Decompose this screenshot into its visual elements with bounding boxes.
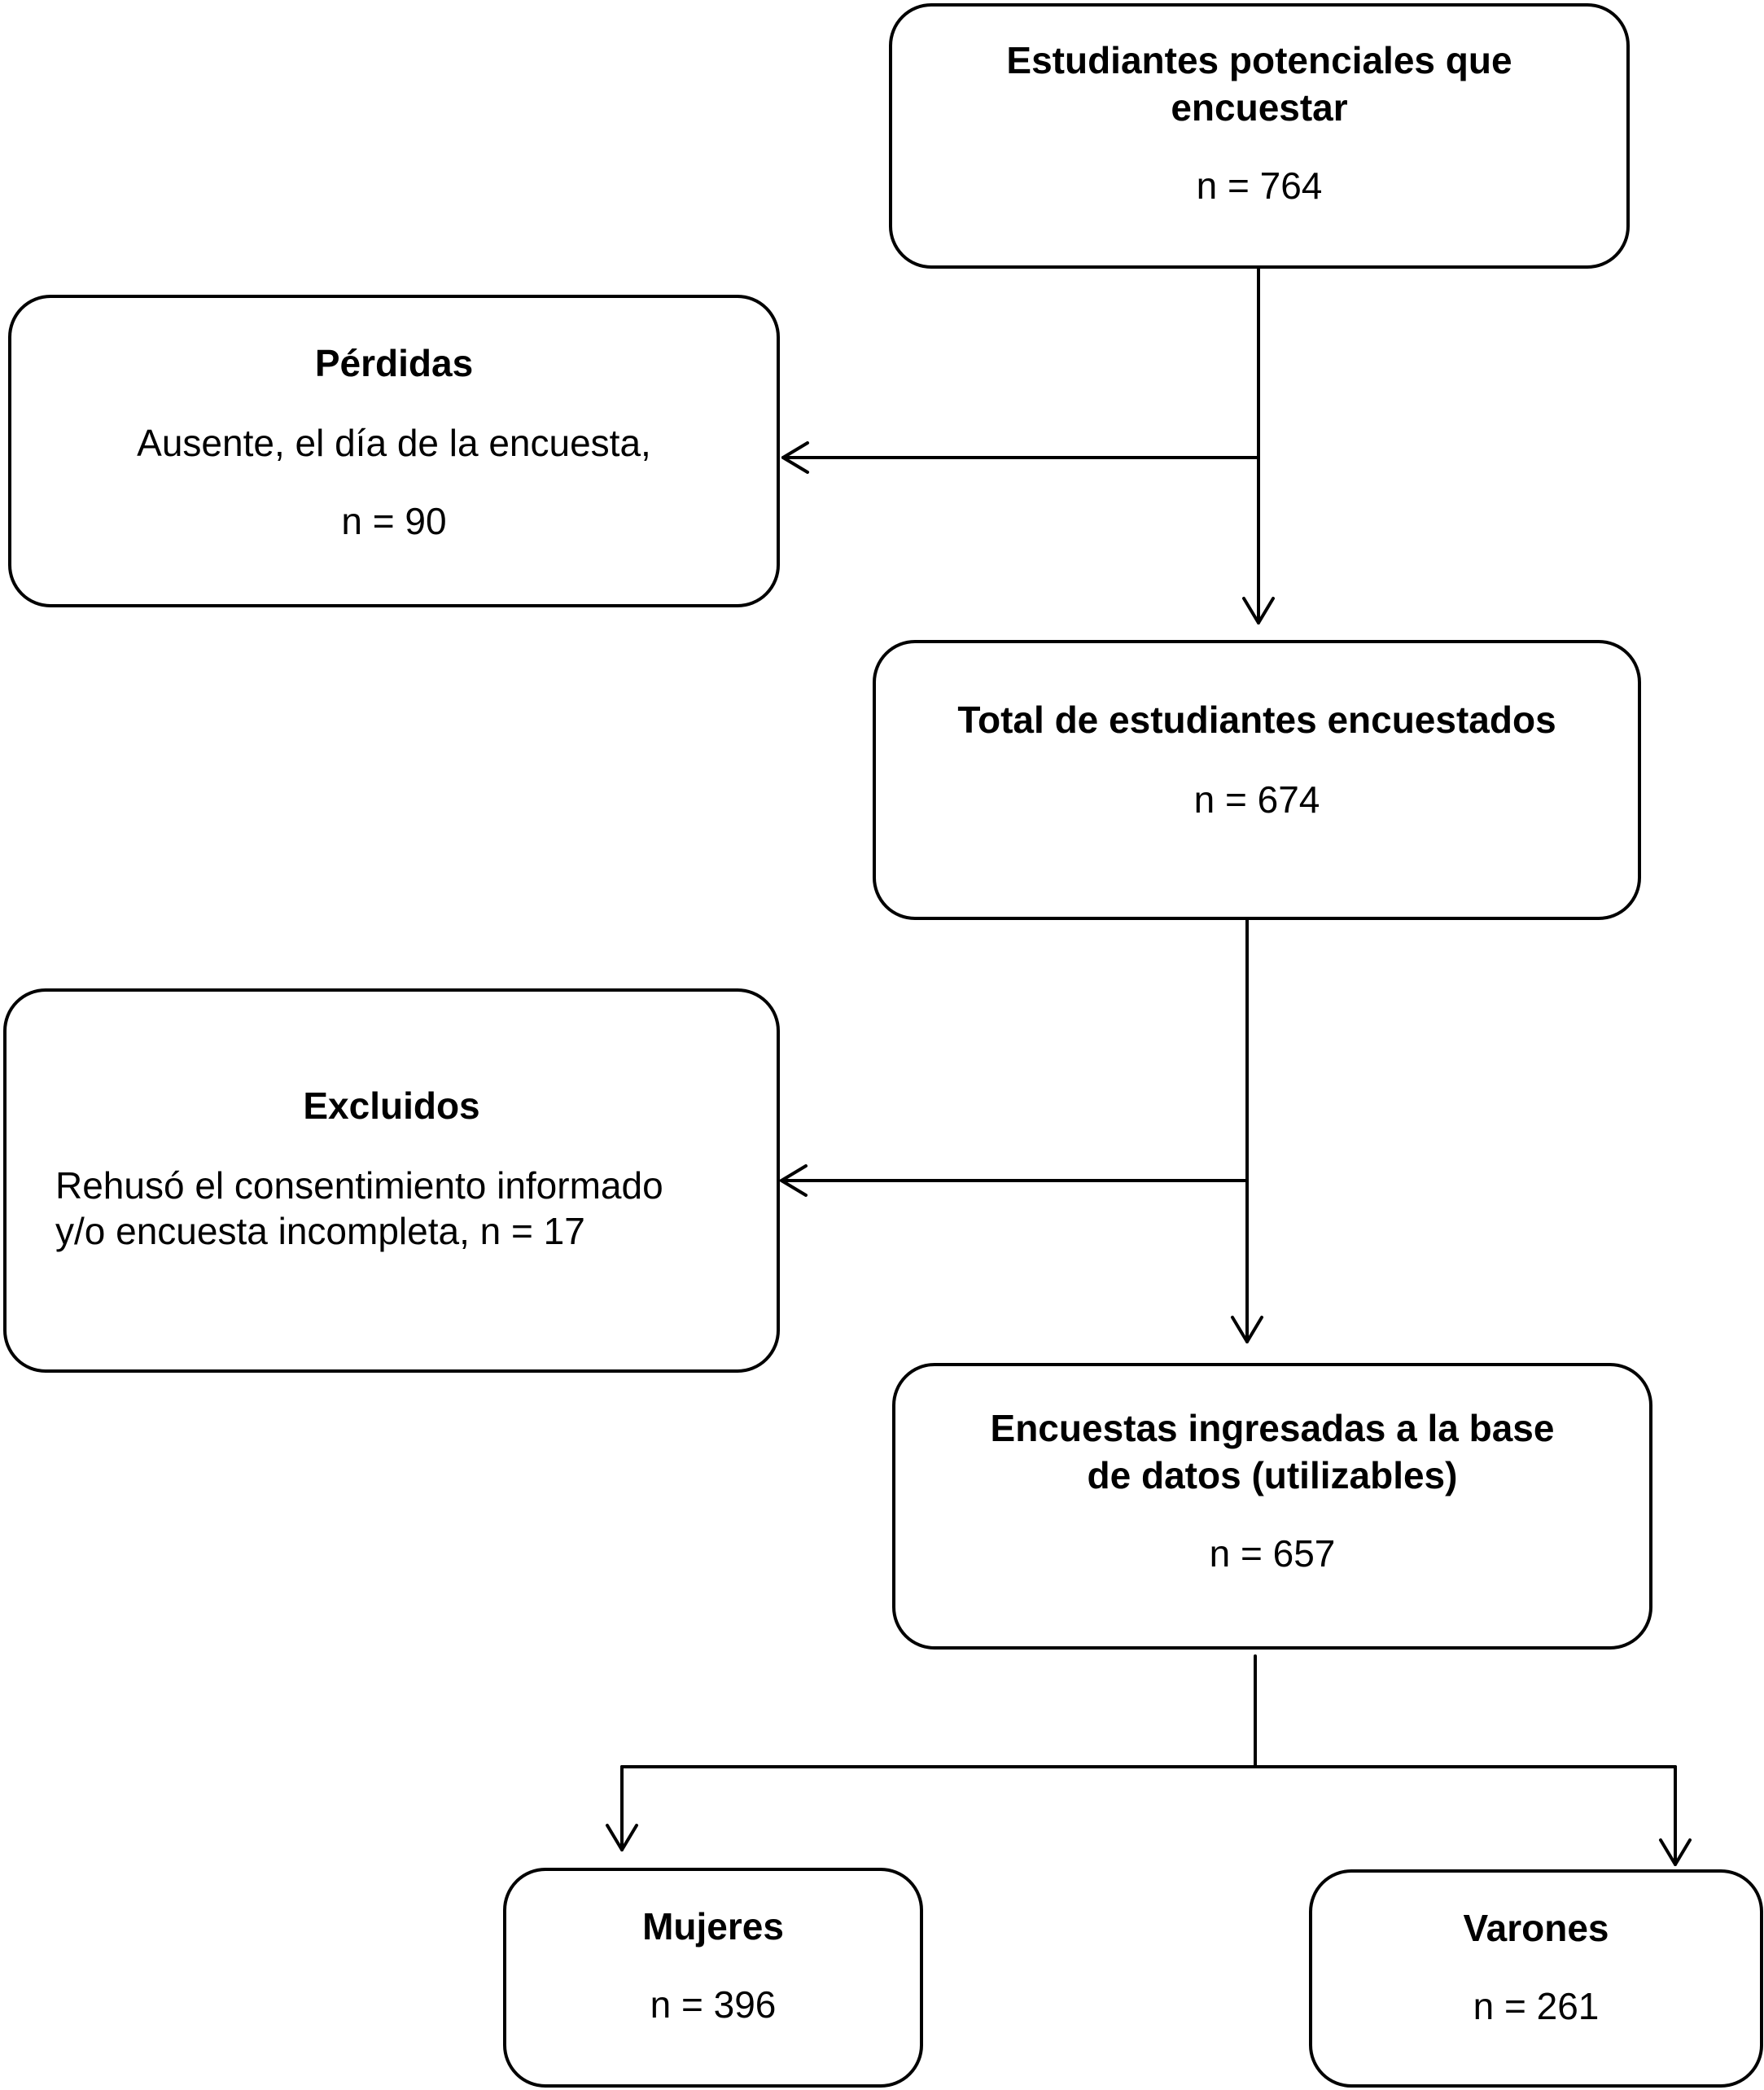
arrowhead-excluidos [780,1164,808,1197]
node-mujeres: Mujeres n = 396 [503,1868,923,2088]
node-encuestados-count: n = 674 [1193,778,1320,821]
node-utilizables-title-line-1: Encuestas ingresadas a la base [990,1407,1555,1449]
node-perdidas-detail: Ausente, el día de la encuesta, [137,422,651,464]
arrowhead-encuestados [1242,597,1275,624]
node-total-encuestados: Total de estudiantes encuestados n = 674 [873,640,1641,920]
node-potenciales-title-line-1: Estudiantes potenciales que [1006,39,1512,81]
node-utilizables-count: n = 657 [1209,1532,1336,1575]
node-mujeres-title: Mujeres [642,1905,784,1948]
node-excluidos-detail-line-1: Rehusó el consentimiento informado [55,1164,663,1207]
node-encuestas-utilizables: Encuestas ingresadas a la base de datos … [892,1363,1652,1650]
node-varones-count: n = 261 [1473,1985,1600,2027]
node-estudiantes-potenciales: Estudiantes potenciales que encuestar n … [889,3,1630,269]
node-perdidas-title: Pérdidas [314,342,474,384]
node-excluidos-detail-line-2: y/o encuesta incompleta, n = 17 [55,1210,585,1252]
arrowhead-varones [1659,1838,1692,1866]
node-encuestados-title: Total de estudiantes encuestados [957,699,1556,741]
arrowhead-mujeres [606,1824,638,1851]
node-mujeres-count: n = 396 [650,1983,777,2026]
node-varones: Varones n = 261 [1309,1869,1763,2088]
node-varones-title: Varones [1463,1907,1609,1949]
arrowhead-perdidas [781,441,809,474]
node-perdidas-count: n = 90 [341,500,447,542]
node-potenciales-title-line-2: encuestar [1171,86,1348,129]
node-potenciales-count: n = 764 [1196,164,1323,207]
arrowhead-utilizables [1231,1316,1263,1343]
node-excluidos: Excluidos Rehusó el consentimiento infor… [3,988,780,1373]
node-excluidos-title: Excluidos [303,1084,480,1127]
node-utilizables-title-line-2: de datos (utilizables) [1087,1454,1458,1496]
node-perdidas: Pérdidas Ausente, el día de la encuesta,… [8,295,780,607]
